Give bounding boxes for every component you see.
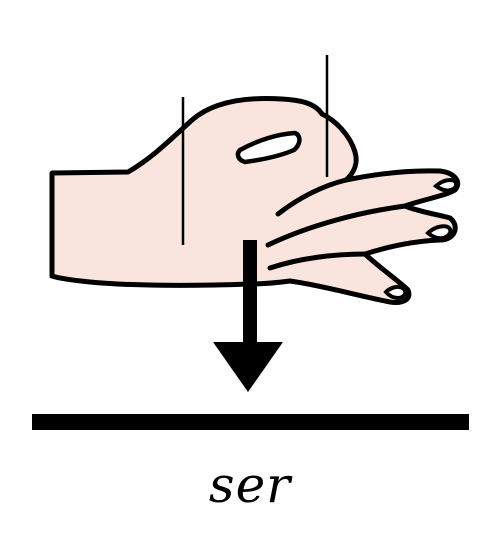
- ground-line: [32, 414, 469, 430]
- hand-nail-3: [383, 285, 408, 300]
- arrow-shaft: [243, 240, 257, 350]
- pictogram-caption: ser: [208, 456, 292, 514]
- hand-pinch-gap: [235, 130, 302, 165]
- hand-finger-line-2: [265, 203, 408, 248]
- hand-finger-line-3: [267, 251, 368, 271]
- hand-nail-2: [425, 224, 453, 241]
- arrow-head: [213, 342, 283, 392]
- down-arrow-icon: [213, 240, 283, 392]
- pinched-hand-icon: [49, 55, 461, 305]
- hand-nail-1: [432, 178, 459, 193]
- hand-palm: [49, 95, 461, 305]
- hand-finger-line-1: [275, 177, 349, 217]
